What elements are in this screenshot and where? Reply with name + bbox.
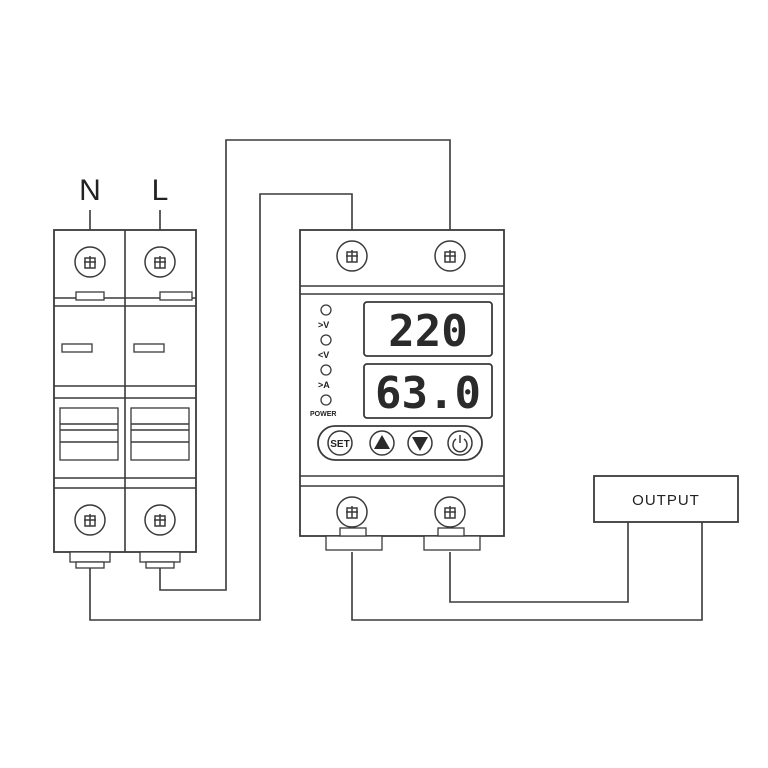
svg-text:>V: >V — [318, 320, 329, 330]
svg-text:POWER: POWER — [310, 411, 336, 418]
down-button[interactable] — [407, 430, 433, 456]
svg-text:>A: >A — [318, 380, 330, 390]
up-triangle-icon — [374, 435, 390, 449]
wire-output-1 — [449, 522, 629, 603]
breaker-lever-l[interactable] — [130, 407, 190, 461]
screw-icon — [144, 246, 176, 278]
screw-icon — [74, 246, 106, 278]
voltage-relay: 220 63.0 >V <V >A POWER SET — [299, 229, 505, 551]
svg-text:SET: SET — [330, 439, 349, 450]
terminal-n-label: N — [79, 174, 101, 207]
button-panel — [317, 425, 483, 461]
set-button[interactable]: SET — [327, 430, 353, 456]
wire-output-2 — [351, 522, 703, 621]
indicator-under-voltage: <V — [318, 334, 332, 360]
output-load: OUTPUT — [593, 475, 739, 523]
svg-text:<V: <V — [318, 350, 329, 360]
output-label: OUTPUT — [632, 492, 700, 509]
terminal-l-label: L — [152, 174, 169, 207]
circuit-breaker — [53, 229, 197, 569]
screw-icon — [74, 504, 106, 536]
wire-live-loop — [159, 139, 451, 591]
wires — [89, 139, 703, 621]
breaker-lever-n[interactable] — [59, 407, 119, 461]
display-current-value: 63.0 — [375, 368, 481, 419]
screw-icon — [144, 504, 176, 536]
display-voltage-value: 220 — [388, 306, 467, 357]
breaker-slot-n — [61, 343, 93, 353]
screw-icon — [434, 240, 466, 272]
screw-icon — [434, 496, 466, 528]
indicator-over-voltage: >V — [318, 304, 332, 330]
power-icon — [452, 435, 468, 453]
up-button[interactable] — [369, 430, 395, 456]
power-button[interactable] — [447, 430, 473, 456]
screw-icon — [336, 496, 368, 528]
indicator-over-current: >A — [318, 364, 332, 390]
wire-neutral-loop — [89, 193, 353, 621]
screw-icon — [336, 240, 368, 272]
indicator-power: POWER — [310, 394, 336, 418]
display-voltage — [363, 301, 493, 357]
breaker-slot-l — [133, 343, 165, 353]
down-triangle-icon — [412, 437, 428, 451]
display-current — [363, 363, 493, 419]
